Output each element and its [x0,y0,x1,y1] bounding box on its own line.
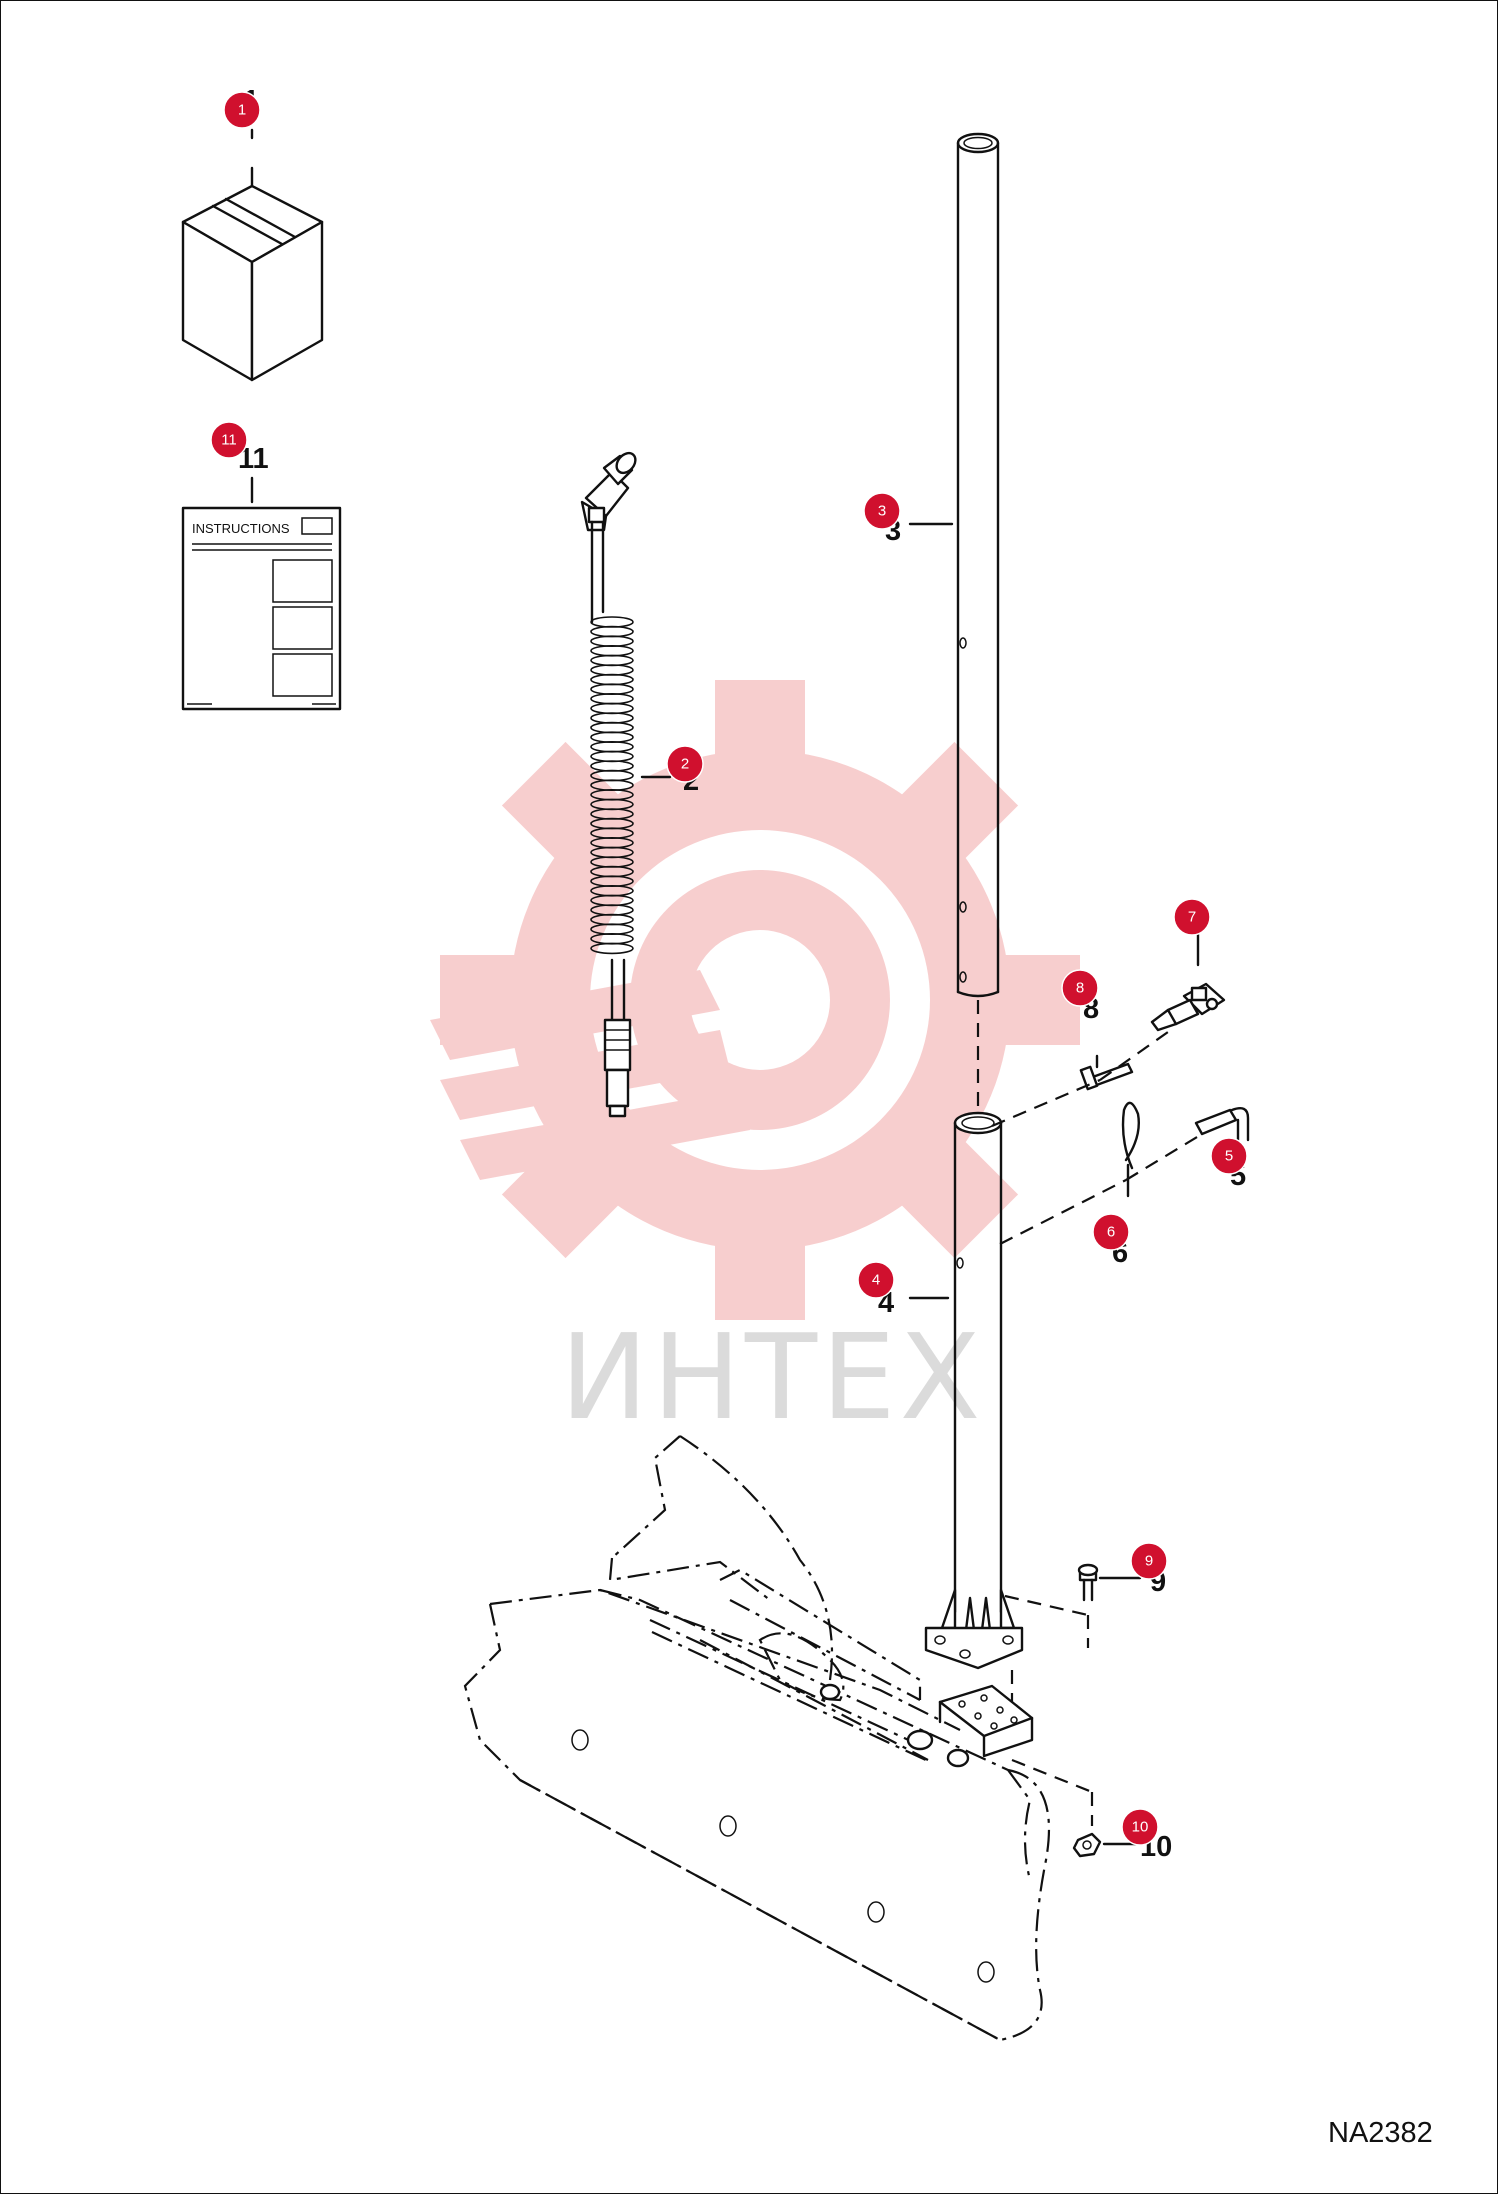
hose-coil-loop [590,673,634,686]
callout-badge-1[interactable]: 1 [223,91,261,129]
svg-text:9: 9 [1145,1553,1153,1570]
hose-coil-loop [590,616,634,628]
part-lower-tube [908,1111,1024,1670]
callout-badge-4[interactable]: 4 [857,1261,895,1299]
hose-coil-loop [590,702,634,715]
hose-coil-loop [590,712,634,724]
callout-badge-3[interactable]: 3 [863,492,901,530]
assembly-lines-hardware [991,1031,1203,1245]
part-bolt [1004,1563,1142,1720]
part-l-pin [1194,1107,1250,1142]
svg-text:10: 10 [1132,1819,1149,1836]
part-hairpin [1121,1101,1140,1198]
callout-badge-11[interactable]: 11 [210,421,248,459]
svg-text:5: 5 [1225,1148,1233,1165]
svg-text:8: 8 [1076,980,1084,997]
callout-badge-9[interactable]: 9 [1130,1542,1168,1580]
callout-badge-10[interactable]: 10 [1121,1808,1159,1846]
part-upper-tube [908,132,1000,1108]
svg-text:7: 7 [1188,909,1196,926]
hose-coil-loop [590,740,634,753]
svg-text:2: 2 [681,756,689,773]
svg-text:4: 4 [872,1272,880,1289]
part-instruction-sheet: INSTRUCTIONS [181,476,342,711]
hose-coil-loop [590,683,634,696]
svg-text:3: 3 [878,503,886,520]
part-nut [1011,1758,1140,1858]
hose-coil-loop [590,760,634,772]
hose-coil [590,616,634,955]
hose-coil-loop [590,721,634,734]
watermark-text: ИНТЕХ [560,1308,984,1446]
callout-badge-5[interactable]: 5 [1210,1137,1248,1175]
instruction-sheet-title: INSTRUCTIONS [192,521,290,536]
svg-text:11: 11 [221,432,237,449]
hose-coil-loop [590,731,634,744]
svg-text:1: 1 [238,102,246,119]
drawing-code: NA2382 [1328,2117,1433,2149]
hose-coil-loop [590,664,634,676]
watermark-gear: ИНТЕХ [430,680,1080,1446]
callout-badge-6[interactable]: 6 [1092,1213,1130,1251]
part-valve-fitting [1150,931,1226,1032]
callout-badge-8[interactable]: 8 [1061,969,1099,1007]
svg-text:6: 6 [1107,1224,1115,1241]
blade-assembly [463,1435,1050,2042]
hose-coil-loop [590,644,634,657]
hose-coil-loop [590,750,634,763]
hose-coil-loop [590,692,634,705]
part-coiled-hose [580,451,672,1118]
part-box [181,128,324,382]
hose-coil-loop [590,635,634,648]
hose-coil-loop [590,625,634,638]
hose-coil-loop [590,654,634,667]
callout-badge-2[interactable]: 2 [666,745,704,783]
callout-badges: 1 11 2 3 4 5 6 7 8 9 10 [210,91,1248,1846]
hose-coil-loop [590,942,634,955]
callout-badge-7[interactable]: 7 [1173,898,1211,936]
